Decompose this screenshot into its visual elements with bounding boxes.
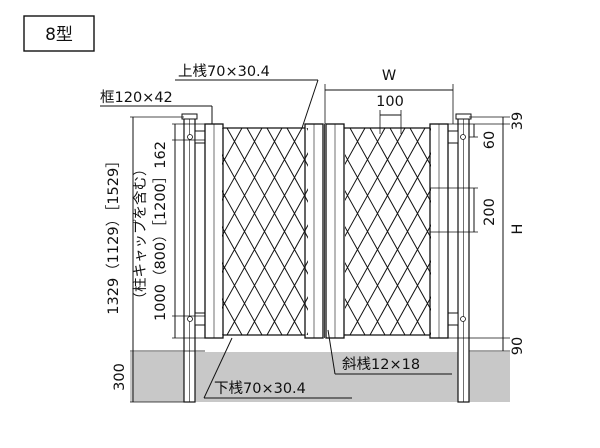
frame-callout: 框120×42 <box>100 89 213 124</box>
right-lattice <box>345 128 431 335</box>
lattice-pitch-dimension: 100 <box>376 94 404 134</box>
post-cap-note: （柱キャップを含む） <box>132 162 149 307</box>
width-dimension: W <box>324 68 454 124</box>
model-label: 8型 <box>45 25 73 45</box>
lattice-pitch-label: 100 <box>376 94 404 110</box>
bottom-rail-label: 下桟70×30.4 <box>214 380 306 397</box>
left-post <box>181 113 198 403</box>
frame-label: 框120×42 <box>100 89 173 106</box>
left-dimensions: 1329（1129）［1529］ （柱キャップを含む） 1000（800）［12… <box>105 116 205 403</box>
diagonal-slat-callout: 斜桟12×18 <box>327 329 452 375</box>
height-label: H <box>510 224 526 235</box>
right-gate-leaf <box>325 123 449 339</box>
dim-90-label: 90 <box>510 337 526 355</box>
dim-60-label: 60 <box>482 131 498 149</box>
post-height-label: 1329（1129）［1529］ <box>105 153 122 314</box>
right-dimensions: 39 60 200 H 90 <box>430 112 526 355</box>
left-gate-leaf <box>204 123 324 339</box>
bottom-rail-callout: 下桟70×30.4 <box>203 337 352 399</box>
right-post <box>455 113 472 403</box>
dim-39-label: 39 <box>510 112 526 130</box>
dim-300-label: 300 <box>112 363 128 391</box>
width-label: W <box>382 68 396 84</box>
dim-200-label: 200 <box>482 198 498 226</box>
model-label-box <box>23 15 95 52</box>
leaf-height-label: 1000（800）［1200］162 <box>152 141 169 321</box>
diagonal-slat-label: 斜桟12×18 <box>342 356 420 373</box>
top-rail-label: 上桟70×30.4 <box>178 63 270 80</box>
top-rail-callout: 上桟70×30.4 <box>175 63 319 129</box>
left-lattice <box>222 128 308 335</box>
